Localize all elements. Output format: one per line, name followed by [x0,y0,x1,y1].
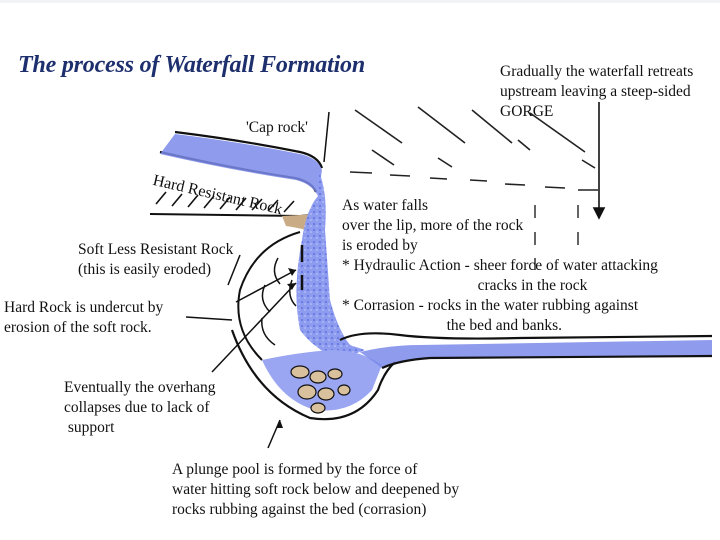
soft-rock-label: Soft Less Resistant Rock (this is easily… [78,240,233,280]
undercut-label: Hard Rock is undercut by erosion of the … [4,298,163,338]
lower-water [360,340,712,368]
water-falls-label: As water falls over the lip, more of the… [342,196,658,336]
gorge-label: Gradually the waterfall retreats upstrea… [500,62,693,122]
plunge-pool-label: A plunge pool is formed by the force of … [172,460,459,520]
page-title: The process of Waterfall Formation [18,52,365,79]
cap-rock-label: 'Cap rock' [246,118,308,138]
overhang-label: Eventually the overhang collapses due to… [64,378,216,438]
retreat-horizontal-dashes [350,172,598,190]
